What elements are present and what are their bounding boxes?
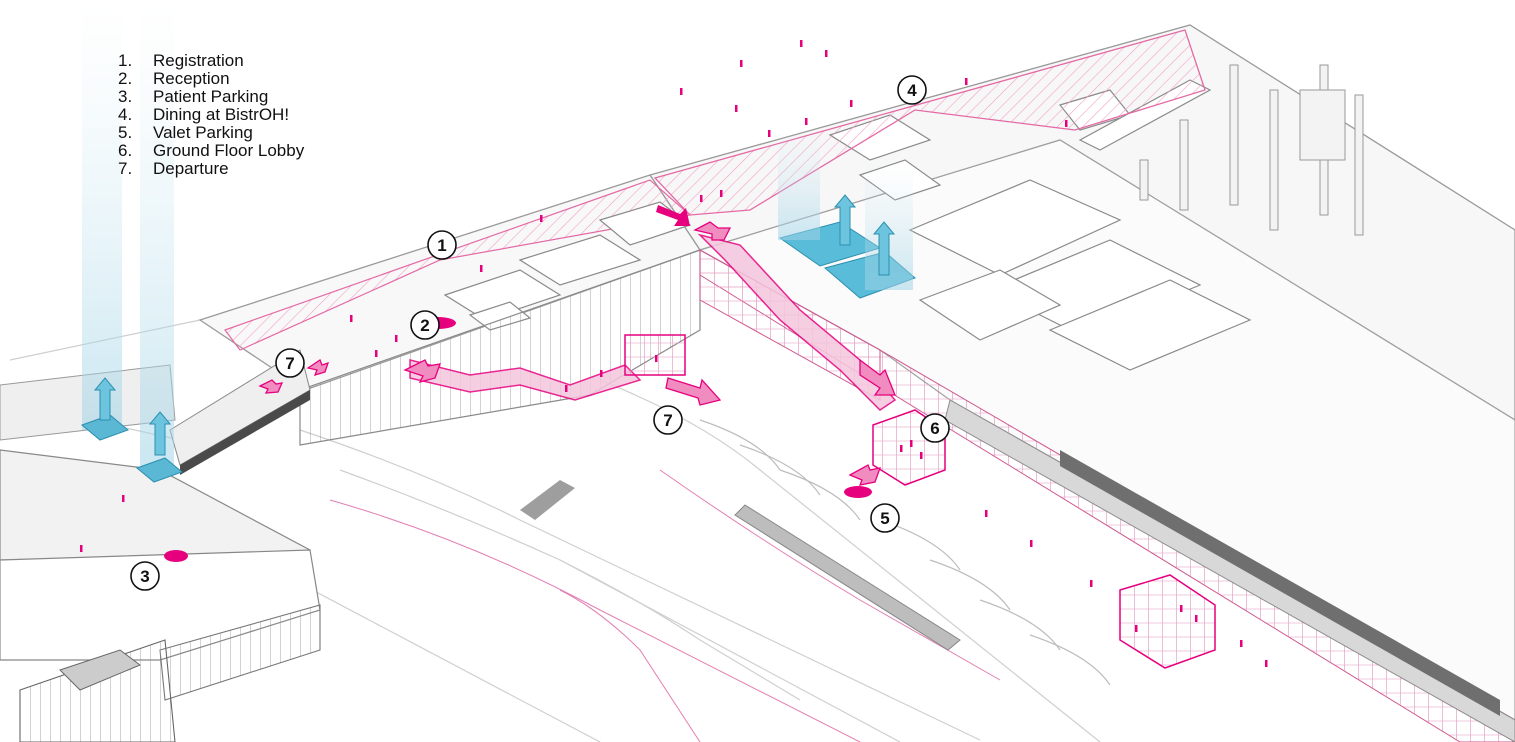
svg-text:4: 4: [907, 81, 917, 100]
marker-patient-parking: 3: [130, 561, 160, 591]
person-figure: [825, 50, 828, 57]
pink-site-lines: [329, 469, 1001, 742]
person-figure: [480, 265, 483, 272]
person-figure: [122, 495, 125, 502]
person-figure: [1030, 540, 1033, 547]
marker-dining: 4: [897, 75, 927, 105]
svg-text:2: 2: [420, 316, 429, 335]
person-figure: [80, 545, 83, 552]
legend-list: 1.Registration 2.Reception 3.Patient Par…: [118, 52, 304, 178]
elevator-cores: [81, 0, 913, 483]
marker-departure-bridge: 7: [275, 348, 305, 378]
person-figure: [965, 78, 968, 85]
svg-text:5: 5: [880, 509, 889, 528]
person-figure: [900, 445, 903, 452]
person-figure: [540, 215, 543, 222]
legend-item: 4.Dining at BistrOH!: [118, 105, 290, 124]
marker-departure-ground: 7: [653, 405, 683, 435]
person-figure: [375, 350, 378, 357]
marker-ground-floor-lobby: 6: [920, 413, 950, 443]
legend-item: 6.Ground Floor Lobby: [118, 141, 305, 160]
vertical-circulation-arrows: [93, 194, 896, 456]
person-figure: [850, 100, 853, 107]
person-figure: [1065, 120, 1068, 127]
marker-valet-parking: 5: [870, 503, 900, 533]
legend-item: 2.Reception: [118, 69, 230, 88]
person-figure: [985, 510, 988, 517]
person-figure: [600, 370, 603, 377]
legend-item: 5.Valet Parking: [118, 123, 253, 142]
person-figure: [920, 452, 923, 459]
ramp-median: [520, 480, 575, 520]
legend-item: 3.Patient Parking: [118, 87, 269, 106]
person-figure: [1265, 660, 1268, 667]
person-figure: [1090, 580, 1093, 587]
svg-text:7: 7: [663, 411, 672, 430]
person-figure: [910, 440, 913, 447]
person-figure: [350, 315, 353, 322]
person-figure: [768, 130, 771, 137]
svg-text:3: 3: [140, 567, 149, 586]
svg-text:7: 7: [285, 354, 294, 373]
person-figure: [655, 355, 658, 362]
ramp-walkway: [409, 233, 897, 411]
marker-reception: 2: [410, 310, 440, 340]
person-figure: [395, 335, 398, 342]
svg-text:1: 1: [437, 236, 446, 255]
lobby-box-east: [1119, 574, 1216, 669]
people-figures: [80, 40, 1268, 667]
person-figure: [800, 40, 803, 47]
pedestrian-bridge: [169, 349, 311, 475]
person-figure: [720, 190, 723, 197]
person-figure: [565, 385, 568, 392]
marker-registration: 1: [427, 230, 457, 260]
svg-text:6: 6: [930, 419, 939, 438]
structure-columns: [1139, 64, 1364, 236]
person-figure: [1180, 605, 1183, 612]
valet-car-icon: [844, 486, 872, 498]
legend-item: 7.Departure: [118, 159, 229, 178]
person-figure: [700, 195, 703, 202]
drop-off-median: [734, 504, 961, 651]
person-figure: [805, 118, 808, 125]
circulation-arrows: [258, 221, 896, 486]
legend-item: 1.Registration: [118, 51, 244, 70]
entry-arrow: [656, 205, 690, 226]
person-figure: [680, 88, 683, 95]
parking-garage: [0, 449, 321, 742]
person-figure: [735, 105, 738, 112]
person-figure: [1135, 625, 1138, 632]
parking-car-icon: [164, 550, 188, 562]
person-figure: [1195, 615, 1198, 622]
person-figure: [1240, 640, 1243, 647]
person-figure: [740, 60, 743, 67]
